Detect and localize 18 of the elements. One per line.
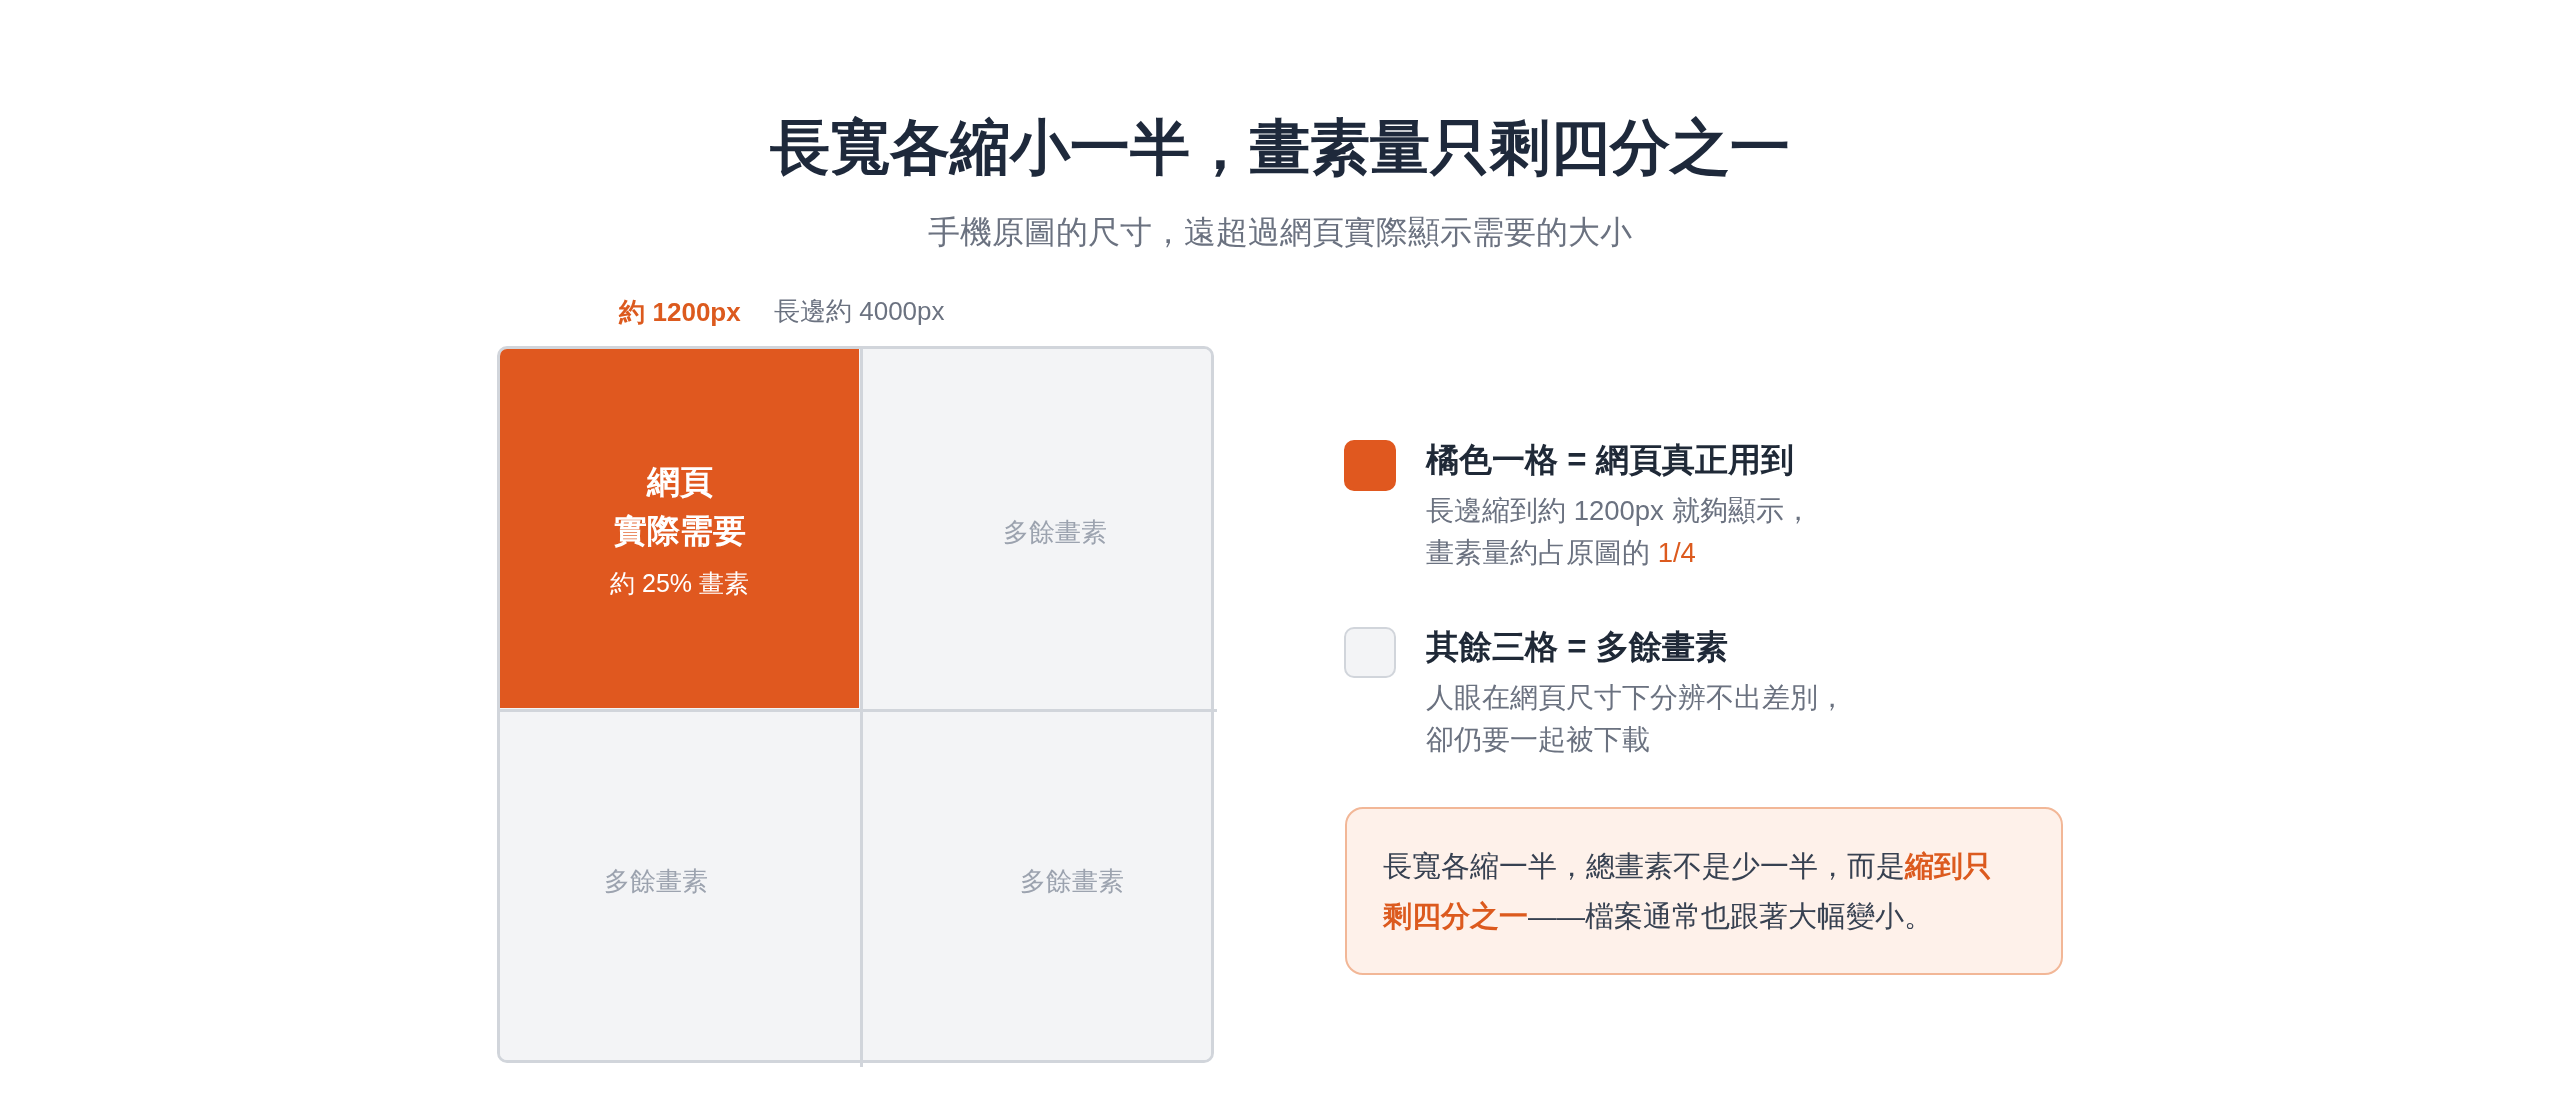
dimension-label: 長邊約 4000px (774, 295, 945, 328)
cell-label: 多餘畫素 (603, 866, 708, 897)
subtitle: 手機原圖的尺寸，遠超過網頁實際顯示需要的大小 (928, 213, 1632, 252)
grid-cell (500, 349, 859, 708)
dimension-label: 約 1200px (619, 296, 741, 329)
note-box (1345, 807, 2063, 975)
cell-heading: 實際需要 (613, 510, 746, 551)
legend-description: 人眼在網頁尺寸下分辨不出差別，卻仍要一起被下載 (1426, 681, 1846, 757)
title: 長寬各縮小一半，畫素量只剩四分之一 (770, 113, 1790, 183)
image-frame (497, 346, 1214, 1063)
cell-caption: 約 25% 畫素 (610, 567, 749, 599)
legend-description: 長邊縮到約 1200px 就夠顯示，畫素量約占原圖的 1/4 (1426, 494, 1813, 570)
cell-label: 多餘畫素 (1003, 516, 1107, 548)
legend-label: 其餘三格 = 多餘畫素 (1426, 627, 1728, 667)
note-text: 長寬各縮一半，總畫素不是少一半，而是縮到只剩四分之一——檔案通常也跟著大幅變小。 (1383, 849, 1993, 934)
legend-label: 橘色一格 = 網頁真正用到 (1426, 440, 1794, 480)
cell-label: 多餘畫素 (1020, 866, 1124, 897)
cell-heading: 網頁 (646, 461, 713, 502)
